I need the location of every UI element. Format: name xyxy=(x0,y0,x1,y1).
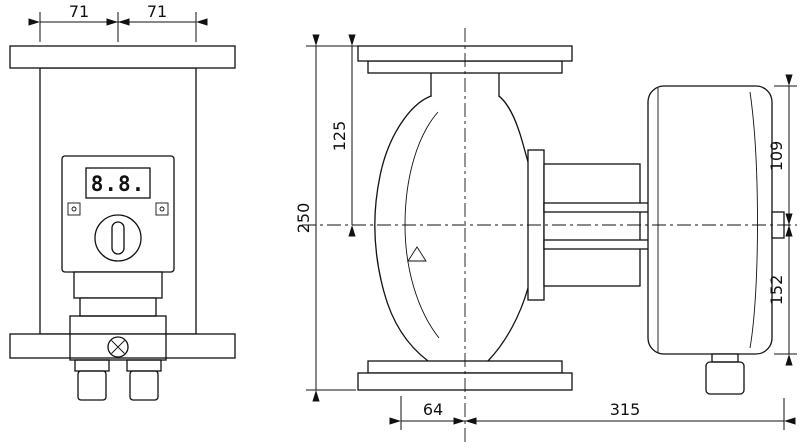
tie-bolt-bottom xyxy=(543,239,657,250)
dim-axis-to-module-bottom: 152 xyxy=(767,213,797,366)
control-knob-icon xyxy=(94,214,142,262)
cable-gland-left xyxy=(74,359,110,401)
control-module: 8.8. xyxy=(61,155,175,273)
control-module-side xyxy=(647,85,785,355)
dim-flange-to-axis: 125 xyxy=(330,34,356,237)
cable-gland-right xyxy=(126,359,162,401)
motor xyxy=(527,149,657,301)
side-view: 250 125 109 152 64 315 xyxy=(294,28,797,442)
cable-clamp xyxy=(69,315,167,361)
left-button-icon xyxy=(67,202,81,216)
front-view: 71 71 8.8. xyxy=(9,2,236,401)
dim-axis-to-module-top: 109 xyxy=(767,74,797,237)
dim-label-250: 250 xyxy=(294,203,313,234)
tie-bolt-top xyxy=(543,202,657,213)
phillips-screw-icon xyxy=(107,336,129,358)
lcd-display-value: 8.8. xyxy=(91,172,146,196)
dim-label-152: 152 xyxy=(767,275,786,306)
dim-label-125: 125 xyxy=(330,121,349,152)
front-top-flange xyxy=(9,45,236,69)
lcd-display xyxy=(85,167,151,199)
left-button-dot xyxy=(71,206,77,212)
right-button-dot xyxy=(159,206,165,212)
pump-housing xyxy=(374,72,529,362)
vent-triangle-icon xyxy=(407,246,427,262)
dim-label-front-right: 71 xyxy=(147,2,167,21)
terminal-box xyxy=(69,271,167,361)
dim-total-height: 250 xyxy=(294,34,358,402)
dim-bottom-lengths: 64 315 xyxy=(389,396,796,430)
dim-label-315: 315 xyxy=(610,400,641,419)
dim-front-width: 71 71 xyxy=(28,2,208,42)
cable-gland-side xyxy=(705,353,745,395)
dim-label-109: 109 xyxy=(767,141,786,172)
right-button-icon xyxy=(155,202,169,216)
dim-label-front-left: 71 xyxy=(69,2,89,21)
dim-label-64: 64 xyxy=(423,400,443,419)
